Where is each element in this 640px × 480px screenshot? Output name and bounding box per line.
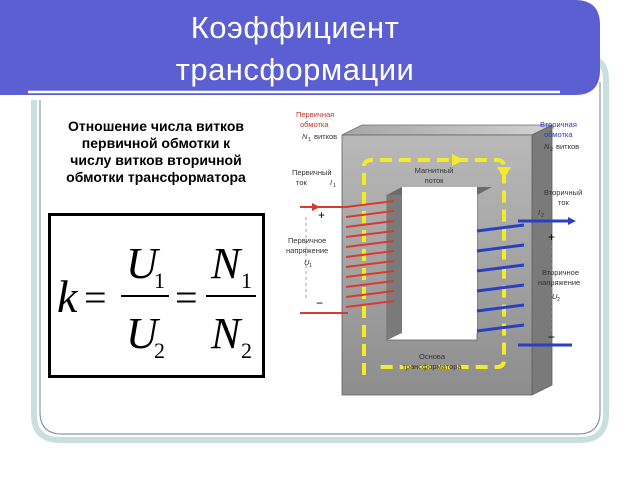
core-window-left-inner [387,187,402,340]
core-side-face [531,124,553,396]
secondary-current-arrow [568,217,576,225]
primary-winding [300,200,395,314]
description-line: числу витков вторичной [70,152,242,168]
description-line: первичной обмотки к [81,135,231,151]
secondary-plus: + [548,230,555,244]
formula-n2: N [210,309,243,358]
core-window-back [402,187,477,333]
secondary-voltage-sub: 2 [557,297,560,303]
primary-current-arrow [312,203,320,211]
primary-current-label-2: ток [296,178,308,187]
secondary-winding-title-2: обмотка [544,130,573,139]
primary-current-label-1: Первичный [292,168,332,177]
formula-n2-sub: 2 [241,338,252,363]
formula-u2-sub: 2 [154,338,165,363]
primary-voltage-symbol: U [304,258,310,267]
secondary-winding [476,219,572,347]
core-top-face [341,124,553,136]
secondary-coil [476,223,525,333]
description-text: Отношение числа витков первичной обмотки… [36,118,276,186]
flux-arrow-head [497,167,511,179]
banner-shape [0,0,600,95]
primary-current-symbol: I [330,178,332,187]
frame-border-inner [39,82,601,435]
secondary-current-sub: 2 [541,213,544,219]
secondary-current-label-1: Вторичный [544,188,582,197]
primary-coil [345,200,395,308]
secondary-winding-title-1: Вторичная [540,120,577,129]
secondary-voltage-label-2: напряжение [538,278,580,287]
slide-title-line-2: трансформации [175,52,415,87]
secondary-voltage-label-1: Вторичное [542,268,579,277]
formula-n1-sub: 1 [241,268,252,293]
secondary-current-label-2: ток [558,198,570,207]
formula-k: k [57,271,79,322]
flux-path [362,158,506,375]
description-line: Отношение числа витков [67,118,245,134]
formula-n1: N [210,239,243,288]
title-banner [0,0,600,95]
formula-u1: U [126,239,161,288]
primary-voltage-label-2: напряжение [286,246,328,255]
slide-title-line-1: Коэффициент [190,10,400,45]
core-label-2: трансформатора [402,362,462,371]
secondary-voltage-symbol: U [552,292,558,301]
primary-minus: − [316,296,323,310]
secondary-minus: − [548,330,555,344]
secondary-current-symbol: I [538,208,540,217]
secondary-turns-sub: 2 [550,147,553,153]
primary-turns-label: витков [314,132,337,141]
formula-equals-2: = [175,275,198,320]
flux-label-2: поток [425,176,445,185]
secondary-turns-label: витков [556,142,579,151]
formula: k = U 1 U 2 = N 1 N 2 [57,239,256,363]
formula-equals-1: = [84,275,107,320]
primary-winding-title-1: Первичная [296,110,334,119]
primary-winding-title-2: обмотка [300,120,329,129]
primary-current-sub: 1 [333,183,336,189]
secondary-turns-symbol: N [544,142,550,151]
primary-plus: + [318,208,325,222]
transformer-diagram: Первичная обмотка N 1 витков Первичный т… [286,110,582,396]
flux-arrow-head-top [452,154,464,166]
core-label-1: Основа [419,352,446,361]
formula-box: k = U 1 U 2 = N 1 N 2 [48,213,265,378]
primary-turns-sub: 1 [308,137,311,143]
primary-voltage-label-1: Первичное [288,236,326,245]
formula-u2: U [126,309,161,358]
primary-turns-symbol: N [302,132,308,141]
formula-u1-sub: 1 [154,268,165,293]
frame-border [31,55,609,443]
flux-label-1: Магнитный [415,166,454,175]
description-line: обмотки трансформатора [66,169,246,185]
primary-voltage-sub: 1 [309,263,312,269]
